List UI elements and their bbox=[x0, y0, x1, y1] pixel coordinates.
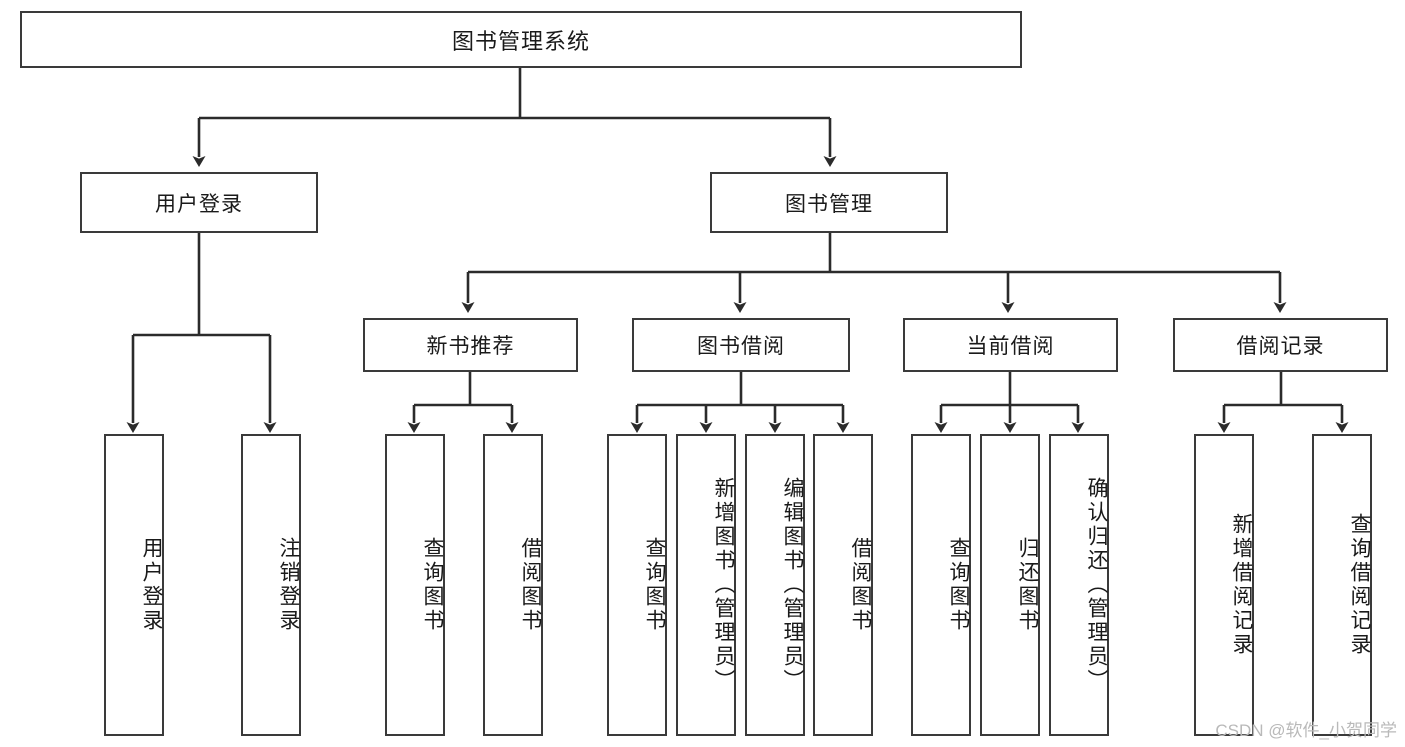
node-borrow-record-label: 借阅记录 bbox=[1236, 335, 1325, 358]
node-root-label: 图书管理系统 bbox=[451, 28, 590, 54]
leaf-borrow-book-1-label: 借阅图书 bbox=[519, 537, 542, 633]
node-user-login[interactable]: 用户登录 bbox=[80, 172, 318, 233]
leaf-edit-book[interactable]: 编辑图书（管理员） bbox=[745, 434, 805, 736]
leaf-edit-book-label: 编辑图书（管理员） bbox=[781, 477, 804, 693]
node-current-borrow-label: 当前借阅 bbox=[966, 335, 1055, 358]
leaf-add-record-label: 新增借阅记录 bbox=[1230, 513, 1253, 657]
node-current-borrow[interactable]: 当前借阅 bbox=[903, 318, 1118, 372]
node-new-book-recommend[interactable]: 新书推荐 bbox=[363, 318, 578, 372]
leaf-query-record-label: 查询借阅记录 bbox=[1348, 513, 1371, 657]
leaf-confirm-return-label: 确认归还（管理员） bbox=[1085, 477, 1108, 693]
leaf-query-book-3-label: 查询图书 bbox=[947, 537, 970, 633]
leaf-query-book-3[interactable]: 查询图书 bbox=[911, 434, 971, 736]
leaf-query-record[interactable]: 查询借阅记录 bbox=[1312, 434, 1372, 736]
leaf-return-book[interactable]: 归还图书 bbox=[980, 434, 1040, 736]
csdn-watermark: CSDN @软件_小贺同学 bbox=[1215, 721, 1397, 740]
node-root[interactable]: 图书管理系统 bbox=[20, 11, 1022, 68]
leaf-add-book-label: 新增图书（管理员） bbox=[712, 477, 735, 693]
leaf-borrow-book-2-label: 借阅图书 bbox=[849, 537, 872, 633]
node-book-manage[interactable]: 图书管理 bbox=[710, 172, 948, 233]
leaf-query-book-1[interactable]: 查询图书 bbox=[385, 434, 445, 736]
leaf-confirm-return[interactable]: 确认归还（管理员） bbox=[1049, 434, 1109, 736]
leaf-borrow-book-2[interactable]: 借阅图书 bbox=[813, 434, 873, 736]
leaf-add-book[interactable]: 新增图书（管理员） bbox=[676, 434, 736, 736]
leaf-return-book-label: 归还图书 bbox=[1016, 537, 1039, 633]
leaf-query-book-1-label: 查询图书 bbox=[421, 537, 444, 633]
node-user-login-label: 用户登录 bbox=[155, 192, 243, 216]
leaf-query-book-2-label: 查询图书 bbox=[643, 537, 666, 633]
node-book-manage-label: 图书管理 bbox=[785, 192, 873, 216]
node-new-book-recommend-label: 新书推荐 bbox=[426, 335, 515, 358]
leaf-user-login-label: 用户登录 bbox=[140, 537, 163, 633]
leaf-user-login[interactable]: 用户登录 bbox=[104, 434, 164, 736]
leaf-logout-label: 注销登录 bbox=[277, 537, 300, 633]
node-book-borrow[interactable]: 图书借阅 bbox=[632, 318, 850, 372]
node-book-borrow-label: 图书借阅 bbox=[697, 335, 785, 358]
leaf-add-record[interactable]: 新增借阅记录 bbox=[1194, 434, 1254, 736]
leaf-query-book-2[interactable]: 查询图书 bbox=[607, 434, 667, 736]
leaf-logout[interactable]: 注销登录 bbox=[241, 434, 301, 736]
node-borrow-record[interactable]: 借阅记录 bbox=[1173, 318, 1388, 372]
leaf-borrow-book-1[interactable]: 借阅图书 bbox=[483, 434, 543, 736]
